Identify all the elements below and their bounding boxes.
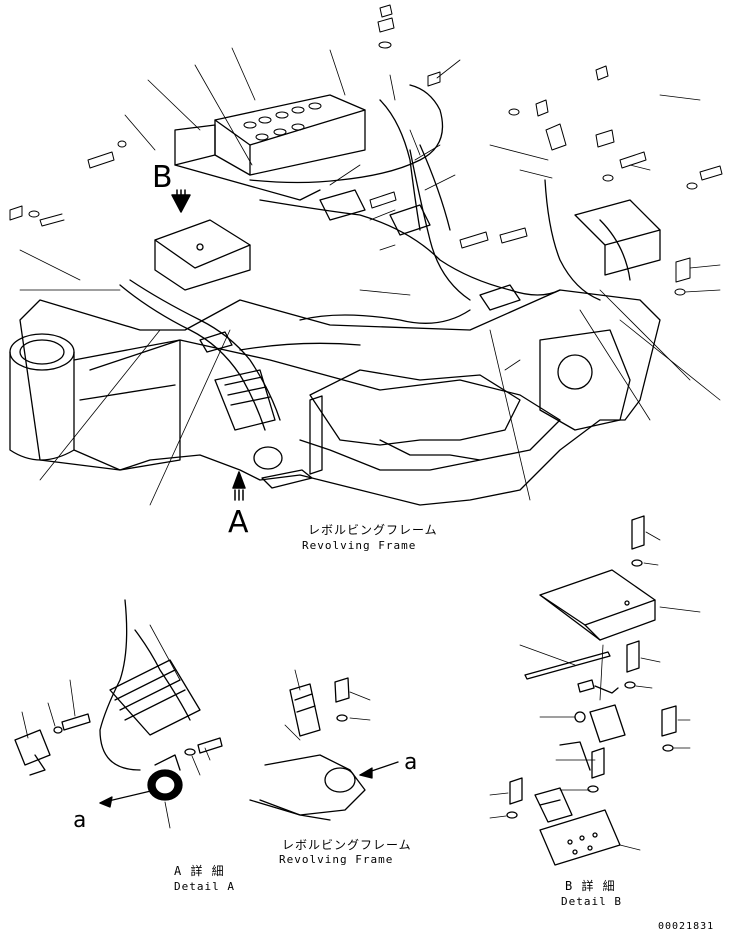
main-frame-label-jp: レボルビングフレーム bbox=[308, 523, 438, 537]
view-label-b: B bbox=[152, 160, 173, 195]
main-frame-label-en: Revolving Frame bbox=[302, 539, 417, 552]
view-label-a: A bbox=[228, 505, 249, 540]
sub-frame-drawing bbox=[249, 669, 399, 821]
sub-frame-label-jp: レボルビングフレーム bbox=[282, 838, 412, 852]
ref-a-left: a bbox=[73, 808, 87, 833]
detail-a-label-jp: A 詳 細 bbox=[174, 864, 225, 878]
detail-a-label-en: Detail A bbox=[174, 880, 235, 893]
detail-b-label-jp: B 詳 細 bbox=[565, 879, 616, 893]
sub-frame-label-en: Revolving Frame bbox=[279, 853, 394, 866]
detail-b-label-en: Detail B bbox=[561, 895, 622, 908]
view-arrow-a bbox=[232, 471, 246, 501]
detail-a-drawing bbox=[14, 599, 223, 829]
view-arrow-b bbox=[171, 189, 191, 213]
detail-b-drawing bbox=[489, 515, 701, 866]
drawing-number: 00021831 bbox=[658, 921, 715, 932]
revolving-frame-assembly bbox=[9, 4, 723, 506]
ref-a-right: a bbox=[404, 750, 418, 775]
